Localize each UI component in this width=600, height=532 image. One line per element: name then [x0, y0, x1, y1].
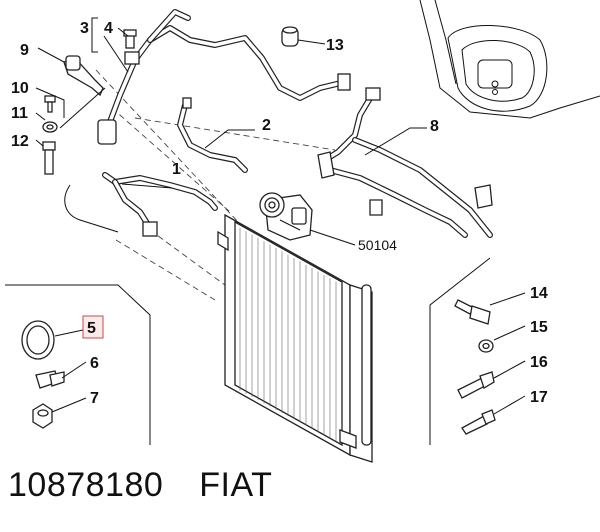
callout-labels: 3 4 9 10 11 12 13 2 1 8 50104 5 6 7 14 1…: [11, 20, 548, 407]
screw-10: [44, 95, 56, 113]
grommet-13: [281, 26, 299, 47]
callout-14: 14: [530, 285, 548, 302]
bolt-16: [457, 371, 495, 399]
hose-1: [64, 172, 218, 237]
washer-15: [478, 339, 494, 353]
group-right-bracket: [429, 257, 491, 445]
bolt-14: [454, 299, 491, 325]
callout-10: 10: [11, 80, 29, 97]
callout-5: 5: [87, 320, 96, 337]
bracket-9: [63, 55, 104, 97]
leader-lines: [35, 17, 526, 415]
callout-5-highlight: [82, 315, 104, 339]
hose-8: [317, 87, 493, 238]
hose-main: [97, 9, 351, 145]
callout-6: 6: [90, 355, 99, 372]
callout-4: 4: [104, 20, 113, 37]
callout-50104: 50104: [358, 237, 397, 253]
dashed-guides: [95, 69, 336, 301]
callout-2: 2: [262, 117, 271, 134]
callout-8: 8: [430, 118, 439, 135]
bolt-12: [42, 141, 56, 175]
part-caption: 10878180 FIAT: [8, 466, 272, 505]
washer-11: [42, 121, 58, 133]
callout-17: 17: [530, 389, 548, 406]
callout-1: 1: [172, 161, 181, 178]
o-ring-5: [21, 320, 55, 360]
callout-16: 16: [530, 354, 548, 371]
callout-13: 13: [326, 37, 344, 54]
callout-7: 7: [90, 390, 99, 407]
callout-15: 15: [530, 319, 548, 336]
callout-11: 11: [11, 105, 28, 122]
hose-2: [177, 97, 248, 173]
bolt-6: [35, 370, 65, 389]
compressor: [259, 192, 313, 241]
group-left-bracket: [5, 284, 151, 445]
bolt-17: [461, 409, 496, 435]
callout-9: 9: [20, 42, 29, 59]
part-number: 10878180: [8, 466, 164, 504]
callout-3: 3: [80, 20, 89, 37]
bolt-4: [123, 29, 137, 49]
condenser: [217, 213, 373, 463]
nut-7: [32, 403, 53, 429]
brand-name: FIAT: [199, 466, 273, 504]
car-body-outline: [419, 0, 600, 119]
callout-12: 12: [11, 133, 29, 150]
